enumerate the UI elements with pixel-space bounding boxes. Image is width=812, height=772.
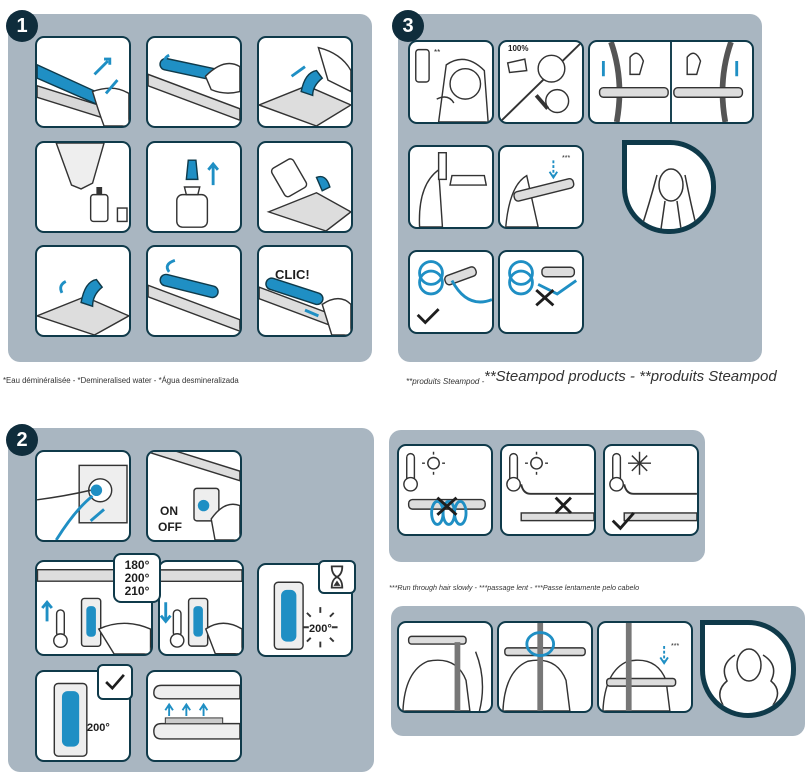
step-3-tile-section [588,40,754,124]
step-1-tile-4 [35,141,131,233]
tank-icon [148,259,240,332]
steam-icon [153,684,240,740]
curl-tile-2 [497,621,593,713]
clic-label: CLIC! [275,267,310,282]
step-1-tile-5 [146,141,242,233]
straightener-icon [505,160,575,227]
step-1-tile-3 [257,36,353,128]
step-2-tile-plug [35,450,131,542]
temperature-options: 180° 200° 210° [113,553,161,603]
step-3-tile-wrap-no [498,250,584,334]
step-3-tile-wrap-ok [408,250,494,334]
hourglass-box [318,560,356,594]
steam-icon [273,581,338,650]
step-2-tile-temp-down [158,560,244,656]
hair-icon [418,152,488,227]
step-1-tile-1 [35,36,131,128]
steampod-caption-small: **produits Steampod - [406,377,485,386]
straightener-icon [402,635,484,711]
tank-icon [259,277,351,335]
thermometer-icon [160,569,242,654]
temp-210: 210° [124,583,150,598]
wait-temp-label: 200° [309,623,332,635]
check-icon [105,674,125,691]
check-box [97,664,133,700]
curl-result [700,620,796,718]
bottle-icon [55,143,128,223]
step-3-tile-products: ** [408,40,494,124]
curl-tile-1 [397,621,493,713]
step-3-tile-comb [408,145,494,229]
step-2-badge: 2 [6,424,38,456]
step-3-tile-dry: 100% [498,40,584,124]
power-switch-icon [148,452,240,540]
step-3-result [622,140,716,234]
on-label: ON [160,504,178,518]
percent-label: 100% [508,44,529,53]
hourglass-icon [330,565,344,589]
tank-icon [259,46,351,126]
curl-tile-3: *** [597,621,693,713]
steam-icon [53,682,88,757]
water-caption: *Eau déminéralisée - *Demineralised wate… [3,376,239,385]
step-2-tile-steam [146,670,242,762]
off-label: OFF [158,520,182,534]
heat-tile-wrap [397,444,493,536]
hair-icon [500,42,582,122]
stars-2: ** [434,48,441,57]
temp-180: 180° [124,557,150,572]
hair-icon [415,48,489,122]
steampod-caption-large: **Steampod products - **produits Steampo… [484,368,777,385]
step-3-badge: 3 [392,10,424,42]
step-3-tile-glide: *** [498,145,584,229]
step-1-tile-7 [35,245,131,337]
step-1-tile-9: CLIC! [257,245,353,337]
snowflake-icon [609,451,697,531]
heat-tile-cold [603,444,699,536]
plug-icon [37,464,128,540]
slowly-caption: ***Run through hair slowly - ***passage … [389,583,640,592]
tank-icon [148,53,240,122]
straightener-icon [602,623,677,711]
straightener-icon [502,623,586,711]
curl-stars-3: *** [671,643,680,650]
straightener-icon [598,42,744,122]
ready-temp-label: 200° [87,722,110,734]
sun-icon [506,451,594,522]
step-1-badge: 1 [6,10,38,42]
bottle-icon [266,158,351,231]
stars-3: *** [562,155,571,162]
check-icon [416,260,492,325]
bottle-icon [176,159,220,228]
step-1-tile-8 [146,245,242,337]
hair-icon [719,648,779,706]
sun-icon [403,451,486,526]
cross-icon [508,260,578,307]
step-2-tile-onoff: ON OFF [146,450,242,542]
straightener-icon [37,57,129,126]
step-1-tile-2 [146,36,242,128]
tank-icon [37,278,129,335]
heat-tile-hot [500,444,596,536]
hair-icon [640,168,698,229]
temp-200: 200° [124,570,150,585]
step-1-tile-6 [257,141,353,233]
